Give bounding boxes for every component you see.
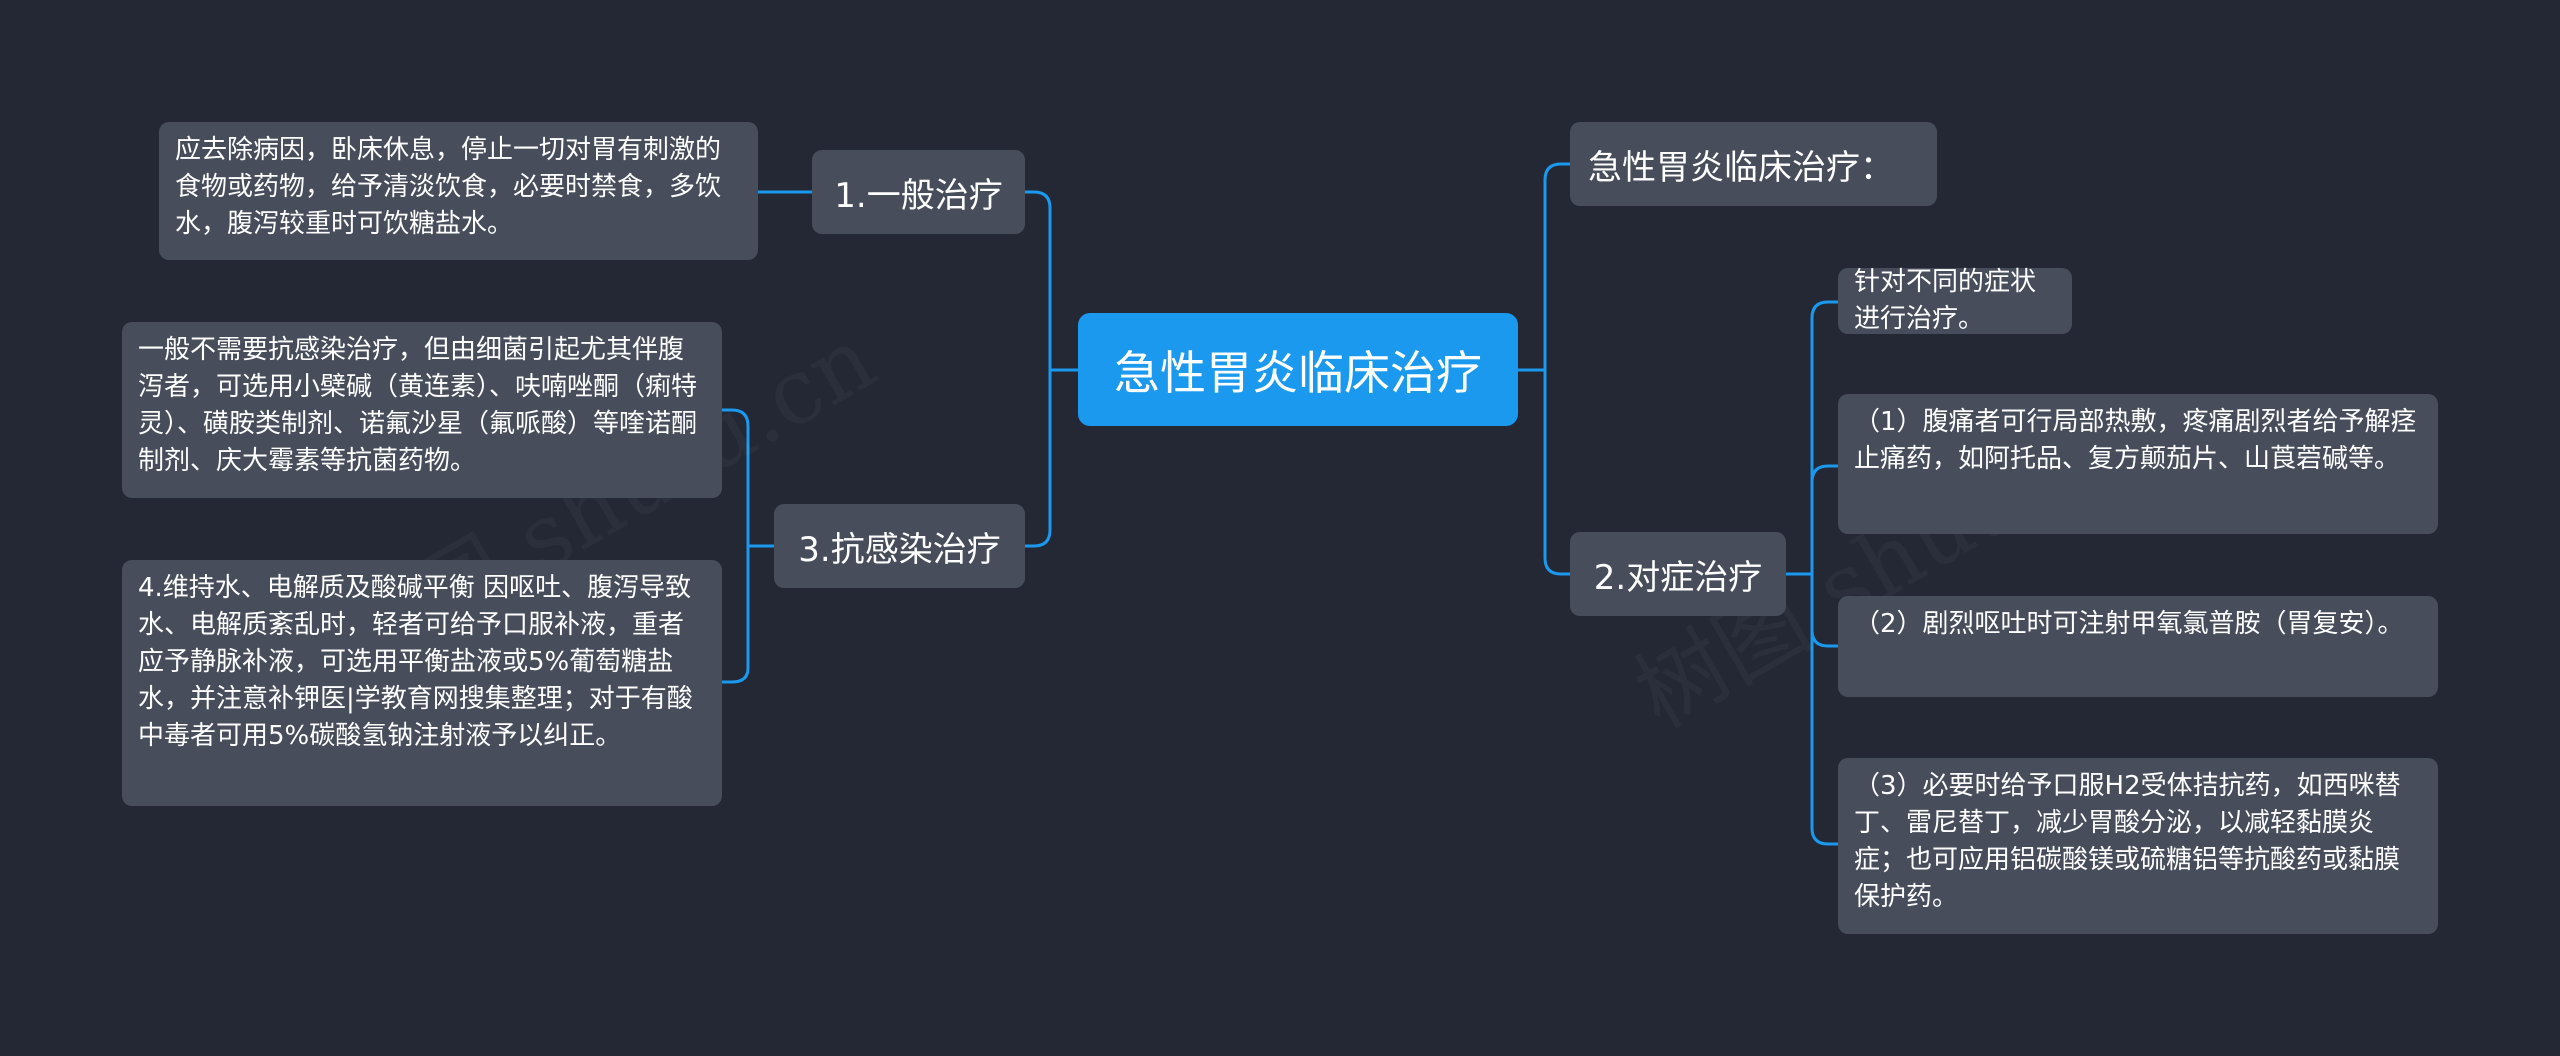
leaf-text: 4.维持水、电解质及酸碱平衡 因呕吐、腹泻导致水、电解质紊乱时，轻者可给予口服补… (138, 573, 693, 751)
leaf-text: （1）腹痛者可行局部热敷，疼痛剧烈者给予解痉止痛药，如阿托品、复方颠茄片、山莨菪… (1854, 407, 2417, 474)
leaf-text: 针对不同的症状进行治疗。 (1854, 267, 2037, 334)
leaf-fluid-balance-detail[interactable]: 4.维持水、电解质及酸碱平衡 因呕吐、腹泻导致水、电解质紊乱时，轻者可给予口服补… (122, 560, 722, 806)
connector-left-bus (1025, 190, 1052, 548)
connector-anti-bus (722, 408, 774, 684)
branch-label: 2.对症治疗 (1593, 557, 1763, 598)
leaf-symptomatic-item[interactable]: （3）必要时给予口服H2受体拮抗药，如西咪替丁、雷尼替丁，减少胃酸分泌，以减轻黏… (1838, 758, 2438, 934)
branch-general-treatment[interactable]: 1.一般治疗 (812, 150, 1025, 234)
central-topic-label: 急性胃炎临床治疗 (1114, 345, 1482, 400)
leaf-text: （2）剧烈呕吐时可注射甲氧氯普胺（胃复安）。 (1854, 609, 2404, 639)
central-topic[interactable]: 急性胃炎临床治疗 (1078, 313, 1518, 426)
leaf-general-detail[interactable]: 应去除病因，卧床休息，停止一切对胃有刺激的食物或药物，给予清淡饮食，必要时禁食，… (159, 122, 758, 260)
leaf-symptomatic-item[interactable]: 针对不同的症状进行治疗。 (1838, 267, 2072, 334)
connector-right-bus (1543, 162, 1570, 576)
leaf-text: 一般不需要抗感染治疗，但由细菌引起尤其伴腹泻者，可选用小檗碱（黄连素）、呋喃唑酮… (138, 335, 698, 476)
branch-label: 3.抗感染治疗 (798, 529, 1001, 570)
branch-anti-infection[interactable]: 3.抗感染治疗 (774, 504, 1025, 588)
connector-symptom-bus (1786, 300, 1838, 846)
leaf-symptomatic-item[interactable]: （2）剧烈呕吐时可注射甲氧氯普胺（胃复安）。 (1838, 596, 2438, 697)
leaf-text: 应去除病因，卧床休息，停止一切对胃有刺激的食物或药物，给予清淡饮食，必要时禁食，… (175, 135, 722, 239)
branch-label: 急性胃炎临床治疗： (1588, 147, 1894, 188)
leaf-text: （3）必要时给予口服H2受体拮抗药，如西咪替丁、雷尼替丁，减少胃酸分泌，以减轻黏… (1854, 771, 2401, 912)
leaf-anti-infection-detail[interactable]: 一般不需要抗感染治疗，但由细菌引起尤其伴腹泻者，可选用小檗碱（黄连素）、呋喃唑酮… (122, 322, 722, 498)
branch-clinical-treatment[interactable]: 急性胃炎临床治疗： (1570, 122, 1937, 206)
leaf-symptomatic-item[interactable]: （1）腹痛者可行局部热敷，疼痛剧烈者给予解痉止痛药，如阿托品、复方颠茄片、山莨菪… (1838, 394, 2438, 534)
branch-symptomatic-treatment[interactable]: 2.对症治疗 (1570, 532, 1786, 616)
branch-label: 1.一般治疗 (834, 175, 1003, 216)
